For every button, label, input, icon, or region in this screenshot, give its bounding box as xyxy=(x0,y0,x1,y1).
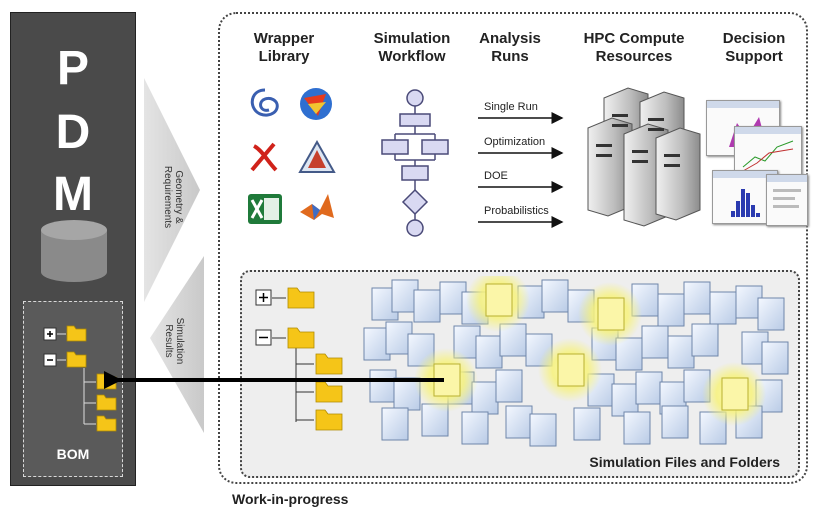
wip-region xyxy=(218,12,808,484)
minus-icon xyxy=(255,329,272,346)
server-cluster-icon xyxy=(587,87,701,227)
work-in-progress-label: Work-in-progress xyxy=(232,491,349,507)
run-probabilistics: Probabilistics xyxy=(484,205,549,217)
pdm-panel: P D M xyxy=(10,12,136,486)
folder-icon xyxy=(287,327,315,349)
triangle-app-icon xyxy=(298,140,336,173)
run-optimization: Optimization xyxy=(484,136,546,148)
bom-label: BOM xyxy=(56,446,90,462)
results-to-bom-arrow xyxy=(104,370,444,390)
file-cloud xyxy=(363,276,789,447)
globe-app-icon xyxy=(300,88,332,120)
pdm-letter-p: P xyxy=(56,42,89,95)
inbound-chevron xyxy=(144,78,200,302)
run-arrows xyxy=(478,112,564,228)
simulation-files-label: Simulation Files and Folders xyxy=(589,454,780,470)
folder-icon xyxy=(66,351,87,368)
folder-icon xyxy=(287,287,315,309)
pdm-letter-m: M xyxy=(53,168,93,221)
report-window-2 xyxy=(734,126,802,178)
database-icon xyxy=(41,220,107,282)
matlab-icon xyxy=(300,194,334,220)
cad-x-icon xyxy=(250,142,278,172)
run-single: Single Run xyxy=(484,101,538,113)
minus-icon xyxy=(43,353,57,367)
bom-tree xyxy=(43,325,117,432)
plus-icon xyxy=(255,289,272,306)
folder-icon xyxy=(96,394,117,411)
pdm-letter-d: D xyxy=(55,106,91,159)
outbound-chevron xyxy=(150,256,204,433)
workflow-flowchart xyxy=(381,89,449,237)
sim-folder-tree xyxy=(255,287,343,431)
catia-icon xyxy=(250,88,279,117)
folder-icon xyxy=(96,415,117,432)
inbound-flow-label: Geometry &Requirements xyxy=(162,165,184,229)
plus-icon xyxy=(43,327,57,341)
run-doe: DOE xyxy=(484,170,508,182)
report-window-4 xyxy=(766,174,808,226)
flow-chevrons xyxy=(144,78,204,433)
highlighted-files xyxy=(414,276,766,426)
excel-icon xyxy=(248,194,282,224)
folder-icon xyxy=(315,409,343,431)
folder-icon xyxy=(66,325,87,342)
folder-icon xyxy=(315,353,343,375)
